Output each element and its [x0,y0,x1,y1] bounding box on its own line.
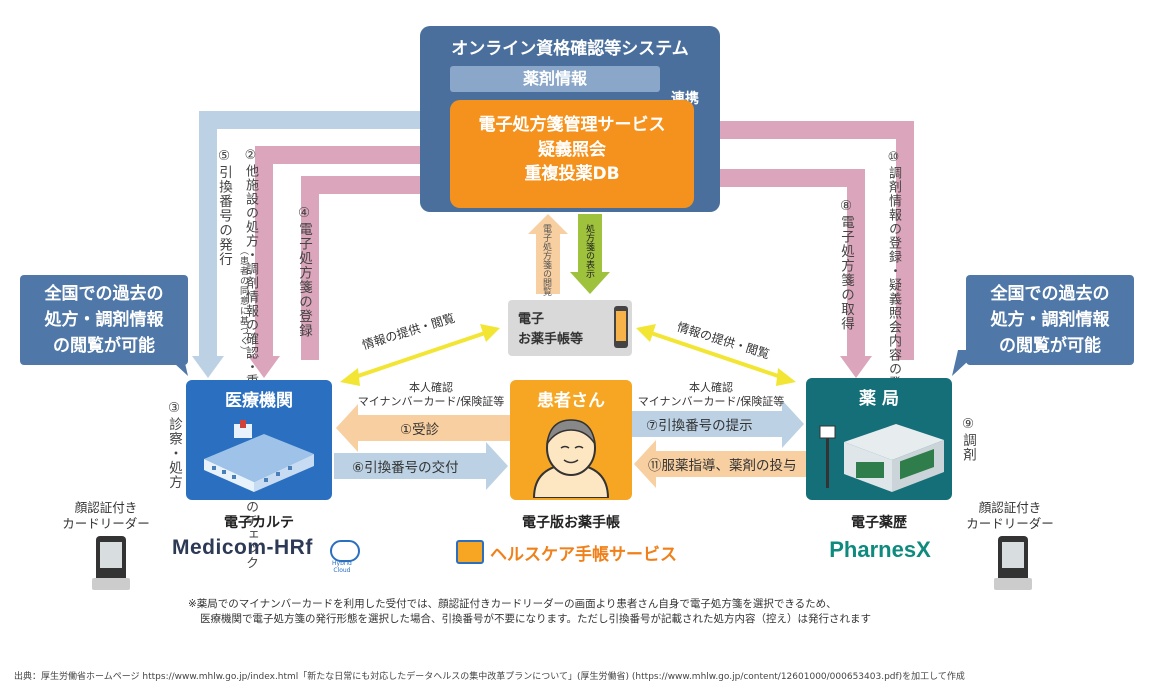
hospital-caption: 電子カルテ [224,515,294,531]
patient-box: 患者さん [510,380,632,500]
arrow-8-acquire [698,169,865,360]
card-reader-left-line-1: 顔認証付き [74,500,138,515]
arrow-show-shaft [578,214,602,274]
callout-left-line-3: の閲覧が可能 [53,336,155,356]
footnote-line-2: 医療機関で電子処方箋の発行形態を選択した場合、引換番号が不要になります。ただし引… [200,613,871,625]
callout-right-line-3: の閲覧が可能 [999,336,1101,356]
service-line-2: 疑義照会 [538,140,606,160]
card-reader-right-icon [994,536,1032,590]
hybrid-label: Hybrid [332,560,352,567]
arrow-4-register [301,176,430,360]
flow-1-label: ①受診 [400,422,440,438]
footnote-line-1: ※薬局でのマイナンバーカードを利用した受付では、顔認証付きカードリーダーの画面よ… [188,598,837,610]
prescription-management-service: 電子処方箋管理サービス 疑義照会 重複投薬DB [450,100,694,208]
arrow-8-head [840,356,872,378]
flow-6-label: ⑥引換番号の交付 [352,460,459,476]
id-check-left: 本人確認 マイナンバーカード/保険証等 [356,381,506,409]
healthcare-service-logo: ヘルスケア手帳サービス [450,538,700,566]
arrow-info-left-head1 [340,368,360,386]
arrow-6-head [486,442,508,490]
flow-11-label: ⑪服薬指導、薬剤の投与 [648,458,797,474]
arrow-7-head [782,400,804,448]
callout-right-line-1: 全国での過去の [990,284,1110,304]
card-reader-left-line-2: カードリーダー [62,516,150,531]
flow-10-label: ⑩調剤情報の登録・疑義照会内容の登録 [886,150,901,404]
pharnesx-logo: PharnesX [829,537,931,562]
callout-left-line-2: 処方・調剤情報 [44,310,164,330]
arrow-11-shaft [654,451,806,477]
e-handbook-box: 電子 お薬手帳等 [508,300,632,356]
flow-2-note: （患者の同意に基づく） [238,246,248,356]
hospital-building-icon [204,420,314,492]
pharmacy-caption: 電子薬歴 [851,515,907,531]
arrow-6-shaft [334,453,488,479]
callout-left-tail [160,350,188,376]
id-check-right-line-1: 本人確認 [689,381,733,394]
arrow-view-shaft [536,232,560,294]
arrow-1-head [336,404,358,452]
service-line-1: 電子処方箋管理サービス [478,115,666,135]
patient-title: 患者さん [537,391,605,411]
patient-avatar-icon [532,419,610,498]
arrow-1-shaft [356,415,510,441]
book-icon [456,540,484,564]
arrow-show-head [570,272,610,294]
hospital-title: 医療機関 [225,391,293,411]
medicom-logo-text: Medicom-HRf [172,536,313,559]
flow-show-label: 処方箋の表示 [584,224,594,278]
arrow-5-head [192,356,224,378]
arrow-5-issue-number [199,111,450,360]
arrow-10-register [718,121,914,360]
callout-right-line-2: 処方・調剤情報 [990,310,1110,330]
callout-right: 全国での過去の 処方・調剤情報 の閲覧が可能 [966,275,1134,365]
footnote: ※薬局でのマイナンバーカードを利用した受付では、顔認証付きカードリーダーの画面よ… [188,597,988,627]
arrow-7-shaft [632,411,784,437]
arrow-2-head [248,356,280,378]
cloud-icon [330,540,360,562]
flow-view-label: 電子処方箋の閲覧 [541,224,551,296]
card-reader-right-label: 顔認証付き カードリーダー [960,500,1060,532]
healthcare-service-text: ヘルスケア手帳サービス [490,545,677,565]
id-check-left-line-2: マイナンバーカード/保険証等 [357,395,505,408]
arrow-11-head [634,440,656,488]
arrow-info-right-head2 [776,368,796,386]
smartphone-icon [614,306,628,348]
arrow-view-head [528,214,568,234]
cloud-label: Cloud [333,567,351,574]
hospital-box: 医療機関 [186,380,332,500]
card-reader-left-icon [92,536,130,590]
id-check-left-line-1: 本人確認 [409,381,453,394]
system-title: オンライン資格確認等システム [451,39,689,59]
flow-4-label: ④電子処方箋の登録 [296,205,312,338]
arrow-info-left [351,330,489,380]
service-line-3: 重複投薬DB [524,164,620,184]
handbook-label-2: お薬手帳等 [518,332,584,347]
patient-caption: 電子版お薬手帳 [522,515,620,531]
pharmacy-box: 薬 局 [806,378,952,500]
hybrid-cloud-label: Hybrid Cloud [332,560,352,574]
arrow-info-left-head2 [480,324,500,342]
handbook-label-1: 電子 [518,312,545,327]
medicom-logo: Medicom-HRf Hybrid Cloud [172,536,362,576]
flow-7-label: ⑦引換番号の提示 [646,418,753,434]
flow-5-label: ⑤引換番号の発行 [216,148,232,267]
pharmacy-title: 薬 局 [859,389,899,409]
arrow-info-right [647,330,785,380]
card-reader-left-label: 顔認証付き カードリーダー [56,500,156,532]
flow-3-label: ③診察・処方 [166,400,182,490]
callout-left-line-1: 全国での過去の [44,284,164,304]
pharmacy-building-icon [819,424,944,492]
flow-8-label: ⑧電子処方箋の取得 [838,198,854,331]
card-reader-right-line-2: カードリーダー [966,516,1054,531]
arrow-2-check [255,146,450,360]
id-check-right: 本人確認 マイナンバーカード/保険証等 [636,381,786,409]
drug-info-bar: 薬剤情報 [450,66,660,92]
id-check-right-line-2: マイナンバーカード/保険証等 [637,395,785,408]
card-reader-right-line-1: 顔認証付き [978,500,1042,515]
flow-9-label: ⑨調剤 [960,416,976,462]
arrow-info-right-head1 [636,324,656,342]
callout-right-tail [952,350,980,376]
source-citation: 出典：厚生労働省ホームページ https://www.mhlw.go.jp/in… [14,672,965,682]
